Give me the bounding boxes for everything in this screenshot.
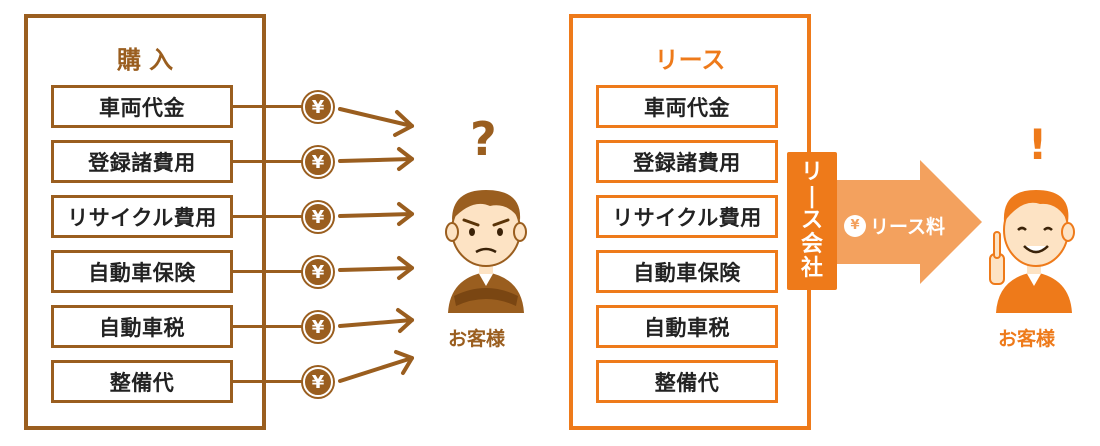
big-arrow-icon — [836, 160, 982, 284]
purchase-item-registration: 登録諸費用 — [51, 140, 233, 183]
lease-company-char: ス — [800, 208, 823, 233]
lease-item-registration: 登録諸費用 — [596, 140, 778, 183]
lease-company-char: リ — [800, 160, 823, 185]
purchase-item-maintenance: 整備代 — [51, 360, 233, 403]
yen-coin-icon: ¥ — [844, 214, 866, 237]
lease-item-insurance: 自動車保険 — [596, 250, 778, 293]
lease-item-recycle: リサイクル費用 — [596, 195, 778, 238]
connector-line — [233, 270, 303, 273]
yen-coin-icon: ¥ — [301, 200, 335, 234]
yen-coin-icon: ¥ — [301, 145, 335, 179]
yen-coin-icon: ¥ — [301, 310, 335, 344]
lease-fee-label: ¥ リース料 — [844, 212, 945, 239]
lease-customer-label: お客様 — [998, 328, 1056, 350]
confused-customer-icon — [445, 190, 527, 313]
yen-symbol: ¥ — [303, 312, 333, 342]
connector-line — [233, 215, 303, 218]
question-mark: ? — [470, 112, 497, 166]
connector-line — [233, 380, 303, 383]
purchase-customer-label: お客様 — [448, 328, 506, 350]
arrow-icon — [338, 350, 414, 383]
purchase-title: 購 入 — [116, 46, 174, 74]
arrow-icon — [338, 147, 414, 171]
yen-coin-icon: ¥ — [301, 255, 335, 289]
yen-coin-icon: ¥ — [301, 365, 335, 399]
lease-company-char: | — [807, 184, 817, 209]
lease-fee-text: リース料 — [870, 216, 946, 238]
lease-item-tax: 自動車税 — [596, 305, 778, 348]
yen-symbol: ¥ — [303, 202, 333, 232]
lease-company-char: 社 — [800, 256, 823, 281]
lease-title: リース — [654, 46, 726, 74]
exclamation-mark: ! — [1028, 120, 1048, 169]
lease-item-vehicle: 車両代金 — [596, 85, 778, 128]
yen-symbol: ¥ — [303, 367, 333, 397]
purchase-item-recycle: リサイクル費用 — [51, 195, 233, 238]
lease-company-char: 会 — [800, 232, 823, 257]
happy-customer-icon — [989, 190, 1075, 313]
arrow-icon — [338, 107, 414, 137]
arrow-icon — [338, 308, 414, 333]
purchase-item-insurance: 自動車保険 — [51, 250, 233, 293]
arrow-icon — [338, 202, 414, 226]
yen-symbol: ¥ — [303, 92, 333, 122]
purchase-item-tax: 自動車税 — [51, 305, 233, 348]
yen-coin-icon: ¥ — [301, 90, 335, 124]
yen-symbol: ¥ — [303, 257, 333, 287]
lease-company-box: リ | ス 会 社 — [787, 152, 837, 290]
yen-symbol: ¥ — [303, 147, 333, 177]
lease-item-maintenance: 整備代 — [596, 360, 778, 403]
connector-line — [233, 160, 303, 163]
connector-line — [233, 325, 303, 328]
arrow-icon — [338, 256, 414, 280]
connector-line — [233, 105, 303, 108]
purchase-item-vehicle: 車両代金 — [51, 85, 233, 128]
